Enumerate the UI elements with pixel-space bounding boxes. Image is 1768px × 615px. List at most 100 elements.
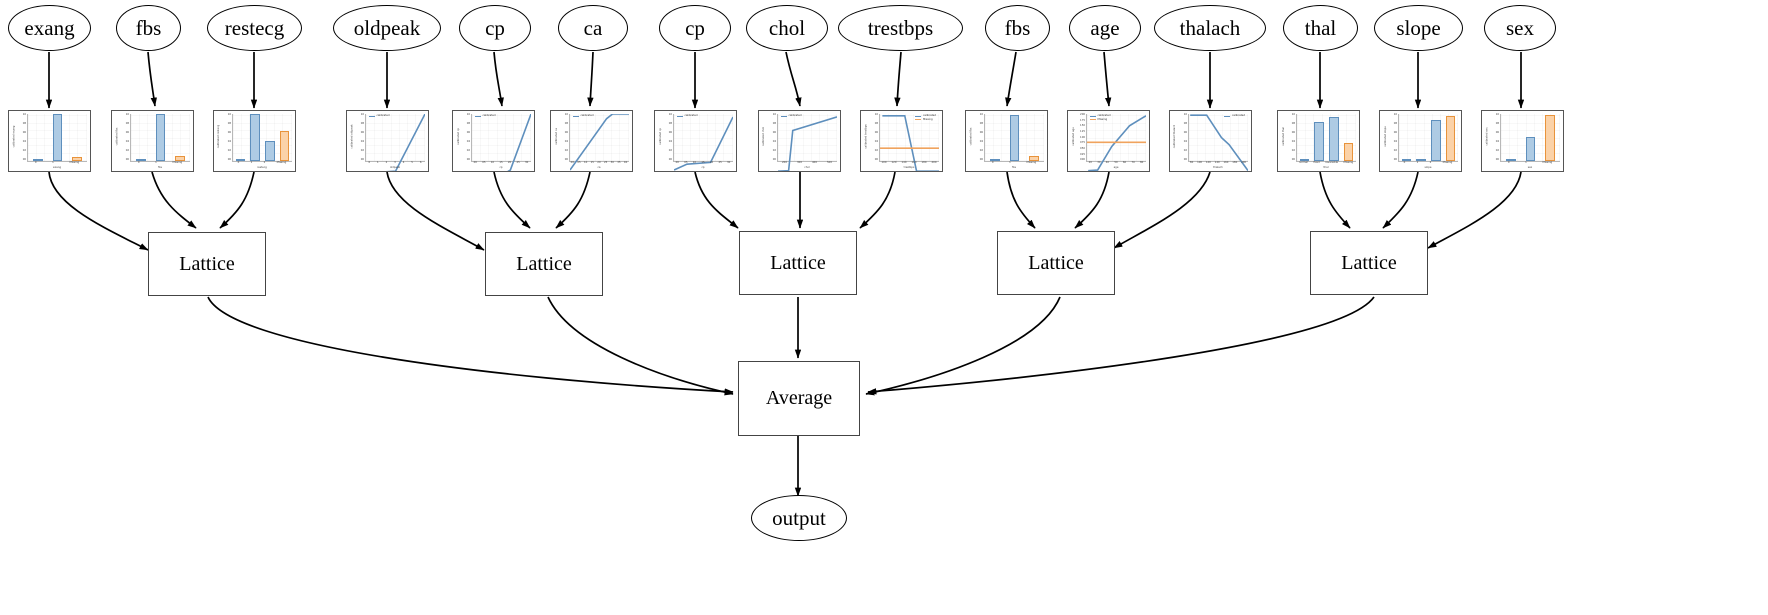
average-node[interactable]: Average <box>738 361 860 436</box>
plot-xlabel: oldpeak <box>389 166 401 169</box>
input-node-thalach[interactable]: thalach <box>1154 5 1266 51</box>
input-node-label: thal <box>1304 15 1337 40</box>
plot-bar <box>1416 159 1426 161</box>
lattice-label: Lattice <box>516 252 572 275</box>
plot-bar <box>1445 115 1456 161</box>
input-node-ca[interactable]: ca <box>558 5 628 51</box>
plot-lines <box>778 114 837 172</box>
plot-bars <box>1297 114 1356 161</box>
plot-bar <box>1329 117 1339 161</box>
plot-xlabel: ca <box>597 166 601 169</box>
plot-legend: calibrated <box>475 114 496 118</box>
lattice-node-5[interactable]: Lattice <box>1310 231 1428 295</box>
plot-xlabel: cp <box>701 166 705 169</box>
output-node[interactable]: output <box>751 495 847 541</box>
plot-bar <box>72 157 82 161</box>
input-node-label: sex <box>1506 15 1534 40</box>
plot-lines <box>570 114 629 172</box>
input-node-label: fbs <box>1004 15 1031 40</box>
lattice-label: Lattice <box>1028 251 1084 274</box>
plot-xlabel: fbs <box>1012 166 1016 169</box>
plot-axes <box>27 114 87 162</box>
input-node-age[interactable]: age <box>1069 5 1141 51</box>
plot-bar <box>1299 159 1310 161</box>
plot-bar <box>250 114 260 161</box>
plot-xlabel: cp <box>499 166 503 169</box>
plot-grid <box>570 114 629 161</box>
plot-axes <box>1398 114 1458 162</box>
plot-axes: calibrated <box>569 114 629 162</box>
lattice-node-1[interactable]: Lattice <box>148 232 266 296</box>
legend-entry: calibrated <box>781 114 802 118</box>
input-node-cp-2[interactable]: cp <box>659 5 731 51</box>
plot-bar <box>1401 159 1412 161</box>
plot-grid <box>778 114 837 161</box>
lattice-node-3[interactable]: Lattice <box>739 231 857 295</box>
input-node-restecg[interactable]: restecg <box>207 5 302 51</box>
plot-bars <box>233 114 292 161</box>
lattice-node-4[interactable]: Lattice <box>997 231 1115 295</box>
plot-bars <box>131 114 190 161</box>
plot-axes <box>232 114 292 162</box>
input-node-label: fbs <box>135 15 162 40</box>
plot-lines <box>674 114 733 172</box>
plot-bar <box>175 156 185 161</box>
lattice-node-2[interactable]: Lattice <box>485 232 603 296</box>
legend-entry: calibrated <box>1090 114 1111 118</box>
plot-bars <box>28 114 87 161</box>
input-node-slope[interactable]: slope <box>1374 5 1463 51</box>
input-node-thal[interactable]: thal <box>1283 5 1358 51</box>
plot-bar <box>1545 115 1555 161</box>
legend-entry: calibrated <box>475 114 496 118</box>
input-node-cp-1[interactable]: cp <box>459 5 531 51</box>
input-node-label: exang <box>24 15 75 40</box>
input-node-fbs-2[interactable]: fbs <box>985 5 1050 51</box>
input-node-chol[interactable]: chol <box>746 5 828 51</box>
input-node-exang[interactable]: exang <box>8 5 91 51</box>
lattice-label: Lattice <box>770 251 826 274</box>
legend-entry: Missing <box>915 118 936 122</box>
plot-xlabel: chol <box>804 166 810 169</box>
input-node-oldpeak[interactable]: oldpeak <box>333 5 441 51</box>
plot-bar <box>33 159 43 161</box>
input-node-trestbps[interactable]: trestbps <box>838 5 963 51</box>
plot-legend: calibrated <box>677 114 698 118</box>
plot-legend: calibrated <box>781 114 802 118</box>
legend-entry: calibrated <box>915 114 936 118</box>
plot-bars <box>1399 114 1458 161</box>
plot-grid <box>1189 114 1248 161</box>
input-node-fbs[interactable]: fbs <box>116 5 181 51</box>
input-node-sex[interactable]: sex <box>1484 5 1556 51</box>
input-node-label: oldpeak <box>353 15 421 40</box>
